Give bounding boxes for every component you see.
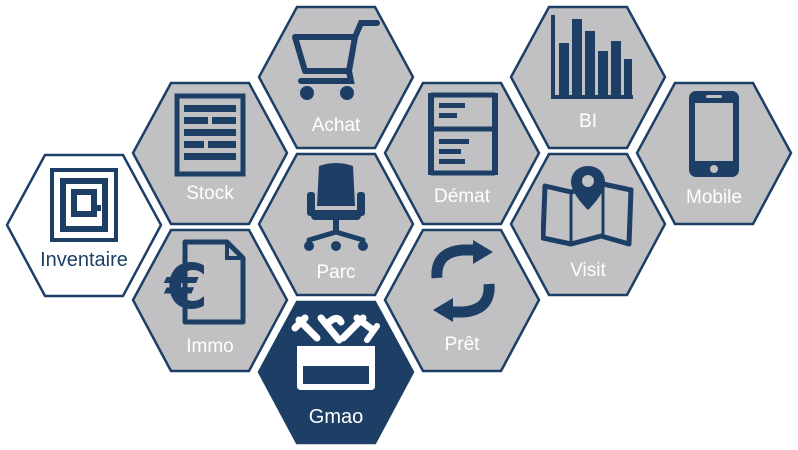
hex-background [131,228,289,373]
hex-tile-mobile[interactable]: Mobile [635,81,793,226]
shopping-cart-icon [292,20,380,100]
hex-tile-immo[interactable]: € Immo [131,228,289,373]
rfid-tag-icon [50,168,118,242]
hex-label: Visit [570,260,606,281]
hex-tile-visit[interactable]: Visit [509,152,667,297]
hex-label: Parc [316,262,356,283]
hex-label: Immo [186,336,234,357]
hex-label: Mobile [686,187,742,208]
office-chair-icon [304,163,368,251]
hex-label: Achat [311,115,361,136]
shelving-icon [174,93,246,177]
hex-label: Inventaire [40,249,128,271]
hex-tile-stock[interactable]: Stock [131,81,289,226]
hex-tile-pret[interactable]: Prêt [383,228,541,373]
document-form-icon [428,92,498,176]
hex-label: Gmao [308,406,364,428]
hex-label: Stock [186,183,234,204]
hex-tile-achat[interactable]: Achat [257,5,415,150]
toolbox-icon [291,314,380,390]
hex-tile-gmao[interactable]: Gmao [257,300,415,445]
map-pin-icon [541,166,634,247]
hex-label: Prêt [444,334,480,355]
hex-tile-demat[interactable]: Démat [383,81,541,226]
smartphone-icon [689,91,739,177]
hex-label: BI [579,111,597,132]
hex-tile-bi[interactable]: BI [509,5,667,150]
euro-document-icon: € [163,239,246,325]
exchange-arrows-icon [431,240,495,322]
svg-text:€: € [163,250,208,323]
bar-chart-icon [551,15,633,99]
hex-tile-inventaire[interactable]: Inventaire [5,153,163,298]
hex-background [383,81,541,226]
hex-tile-parc[interactable]: Parc [257,152,415,297]
hex-label: Démat [434,186,490,207]
hex-background [383,228,541,373]
